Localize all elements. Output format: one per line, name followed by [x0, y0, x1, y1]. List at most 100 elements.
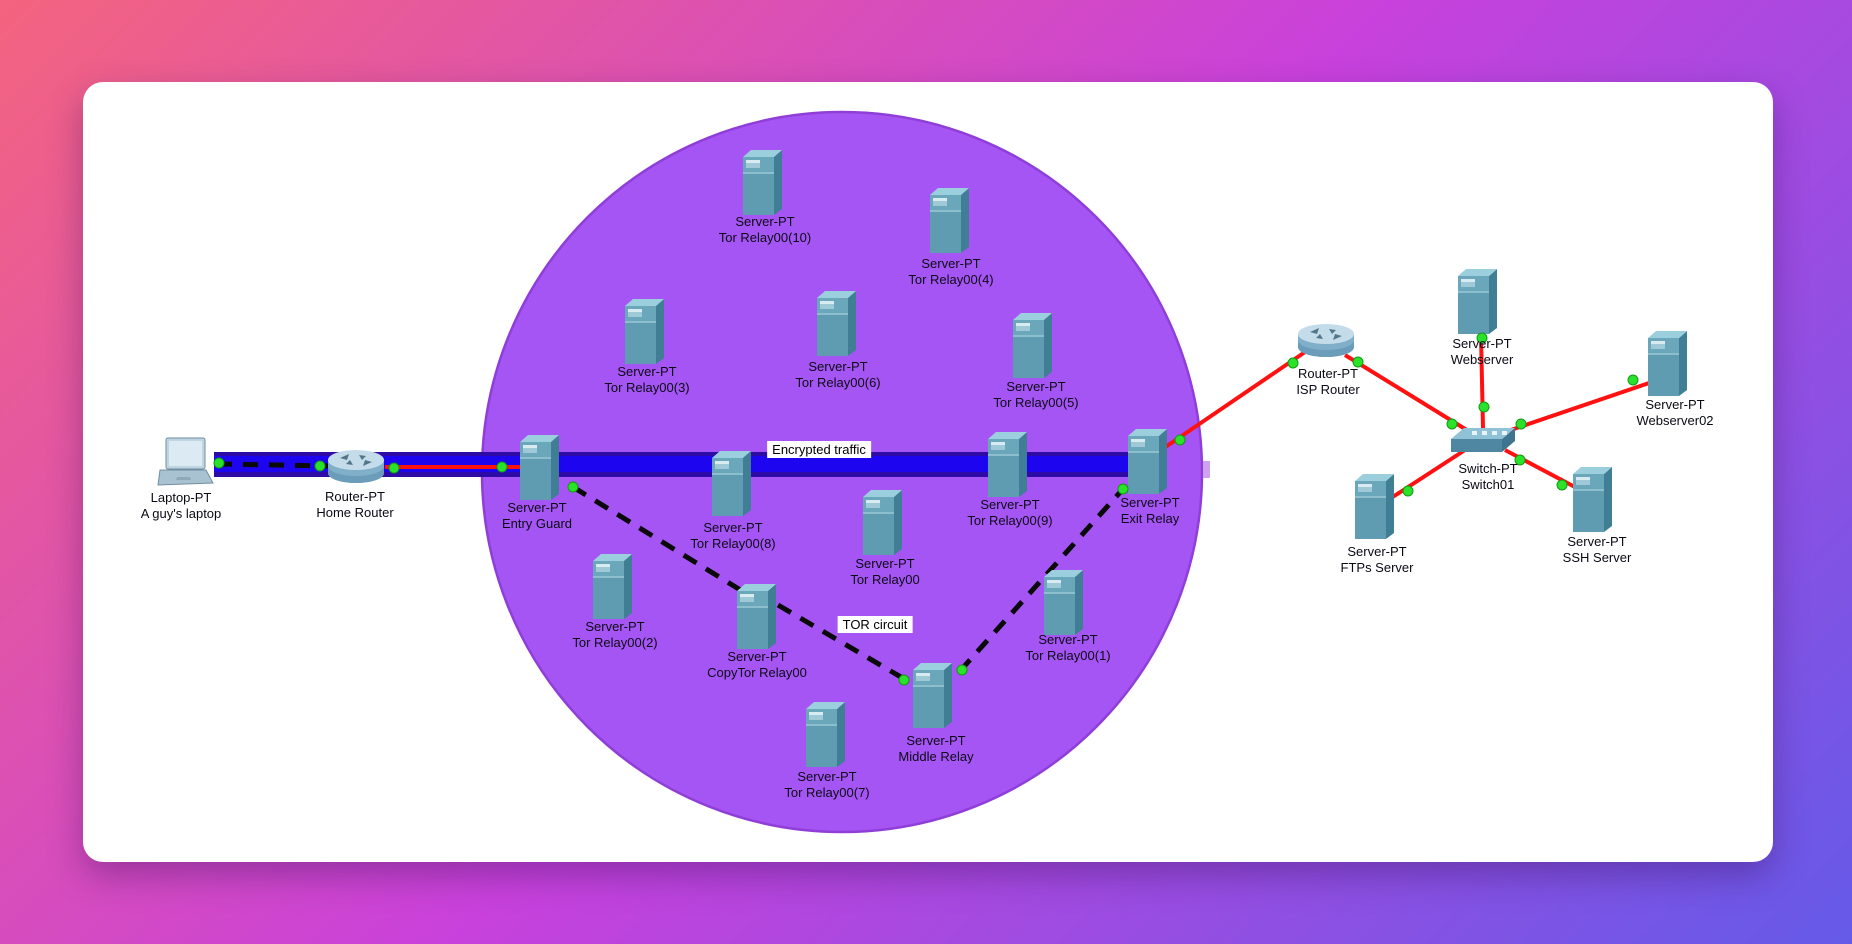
- server-icon: [1128, 429, 1167, 494]
- device-tor-relay00-2[interactable]: [592, 553, 633, 625]
- link-status-light: [1352, 356, 1364, 368]
- device-tor-relay00-9[interactable]: [987, 431, 1028, 503]
- device-webserver02[interactable]: [1647, 330, 1688, 402]
- link-status-light: [314, 460, 326, 472]
- device-tor-relay00-6[interactable]: [816, 290, 857, 362]
- device-model: Server-PT: [703, 520, 763, 535]
- device-model: Server-PT: [507, 500, 567, 515]
- link-status-light: [496, 461, 508, 473]
- server-icon: [1044, 570, 1083, 635]
- device-hostname: Tor Relay00(8): [690, 536, 776, 551]
- device-a-guys-laptop[interactable]: [156, 437, 214, 498]
- server-icon: [520, 435, 559, 500]
- server-icon: [593, 554, 632, 619]
- device-tor-relay00-1[interactable]: [1043, 569, 1084, 641]
- device-hostname: SSH Server: [1562, 550, 1632, 565]
- link-status-light: [1402, 485, 1414, 497]
- link-status-light: [1287, 357, 1299, 369]
- device-hostname: Tor Relay00(9): [967, 513, 1053, 528]
- device-tor-relay00-4[interactable]: [929, 187, 970, 259]
- device-model: Server-PT: [921, 256, 981, 271]
- device-model: Server-PT: [735, 214, 795, 229]
- device-copytor-relay00[interactable]: [736, 583, 777, 655]
- device-model: Router-PT: [1298, 366, 1358, 381]
- device-model: Server-PT: [980, 497, 1040, 512]
- server-icon: [743, 150, 782, 215]
- server-icon: [913, 663, 952, 728]
- link-status-light: [1174, 434, 1186, 446]
- server-icon: [625, 299, 664, 364]
- device-model: Server-PT: [1645, 397, 1705, 412]
- device-hostname: Tor Relay00(4): [908, 272, 994, 287]
- tor-circuit-path-entry-guard--copytor-relay00[interactable]: [571, 484, 757, 602]
- device-entry-guard[interactable]: [519, 434, 560, 506]
- link-status-light: [1117, 483, 1129, 495]
- server-icon: [863, 490, 902, 555]
- device-tor-relay00-3[interactable]: [624, 298, 665, 370]
- device-hostname: CopyTor Relay00: [707, 665, 807, 680]
- device-hostname: Tor Relay00(1): [1025, 648, 1111, 663]
- device-exit-relay[interactable]: [1127, 428, 1168, 500]
- tor-circuit-path-laptop--home-router[interactable]: [216, 461, 333, 469]
- link-status-light: [1478, 401, 1490, 413]
- router-icon: [1298, 324, 1354, 357]
- device-tor-relay00-10[interactable]: [742, 149, 783, 221]
- device-tor-relay00[interactable]: [862, 489, 903, 561]
- device-tor-relay00-8[interactable]: [711, 450, 752, 522]
- link-webserver--switch01[interactable]: [1479, 334, 1485, 429]
- device-ftps-server[interactable]: [1354, 473, 1395, 545]
- device-switch01[interactable]: [1450, 426, 1516, 467]
- device-hostname: Tor Relay00(2): [572, 635, 658, 650]
- link-status-light: [1627, 374, 1639, 386]
- device-tor-relay00-7[interactable]: [805, 701, 846, 773]
- device-isp-router[interactable]: [1296, 321, 1356, 366]
- router-icon: [328, 450, 384, 483]
- link-status-light: [388, 462, 400, 474]
- device-model: Laptop-PT: [150, 490, 212, 505]
- device-hostname: Webserver02: [1636, 413, 1714, 428]
- server-icon: [1648, 331, 1687, 396]
- link-switch01--ftps-server[interactable]: [1383, 448, 1467, 504]
- server-icon: [930, 188, 969, 253]
- device-hostname: ISP Router: [1296, 382, 1360, 397]
- device-model: Router-PT: [325, 489, 385, 504]
- link-status-light: [567, 481, 579, 493]
- device-home-router[interactable]: [326, 447, 386, 492]
- device-ssh-server[interactable]: [1572, 466, 1613, 538]
- device-hostname: Tor Relay00: [850, 572, 920, 587]
- device-webserver[interactable]: [1457, 268, 1498, 340]
- device-model: Server-PT: [727, 649, 787, 664]
- switch-icon: [1451, 428, 1515, 452]
- device-model: Server-PT: [906, 733, 966, 748]
- server-icon: [712, 451, 751, 516]
- server-icon: [1355, 474, 1394, 539]
- link-status-light: [1556, 479, 1568, 491]
- device-model: Server-PT: [797, 769, 857, 784]
- device-model: Server-PT: [1347, 544, 1407, 559]
- server-icon: [1458, 269, 1497, 334]
- link-switch01--webserver02[interactable]: [1504, 379, 1656, 434]
- device-model: Server-PT: [585, 619, 645, 634]
- tor-circuit-path-middle-relay--exit-relay[interactable]: [958, 487, 1125, 673]
- server-icon: [988, 432, 1027, 497]
- link-exit-relay--isp-router[interactable]: [1162, 348, 1310, 450]
- device-middle-relay[interactable]: [912, 662, 953, 734]
- device-tor-relay00-5[interactable]: [1012, 312, 1053, 384]
- server-icon: [806, 702, 845, 767]
- link-status-light: [1446, 418, 1458, 430]
- device-hostname: Tor Relay00(10): [718, 230, 812, 245]
